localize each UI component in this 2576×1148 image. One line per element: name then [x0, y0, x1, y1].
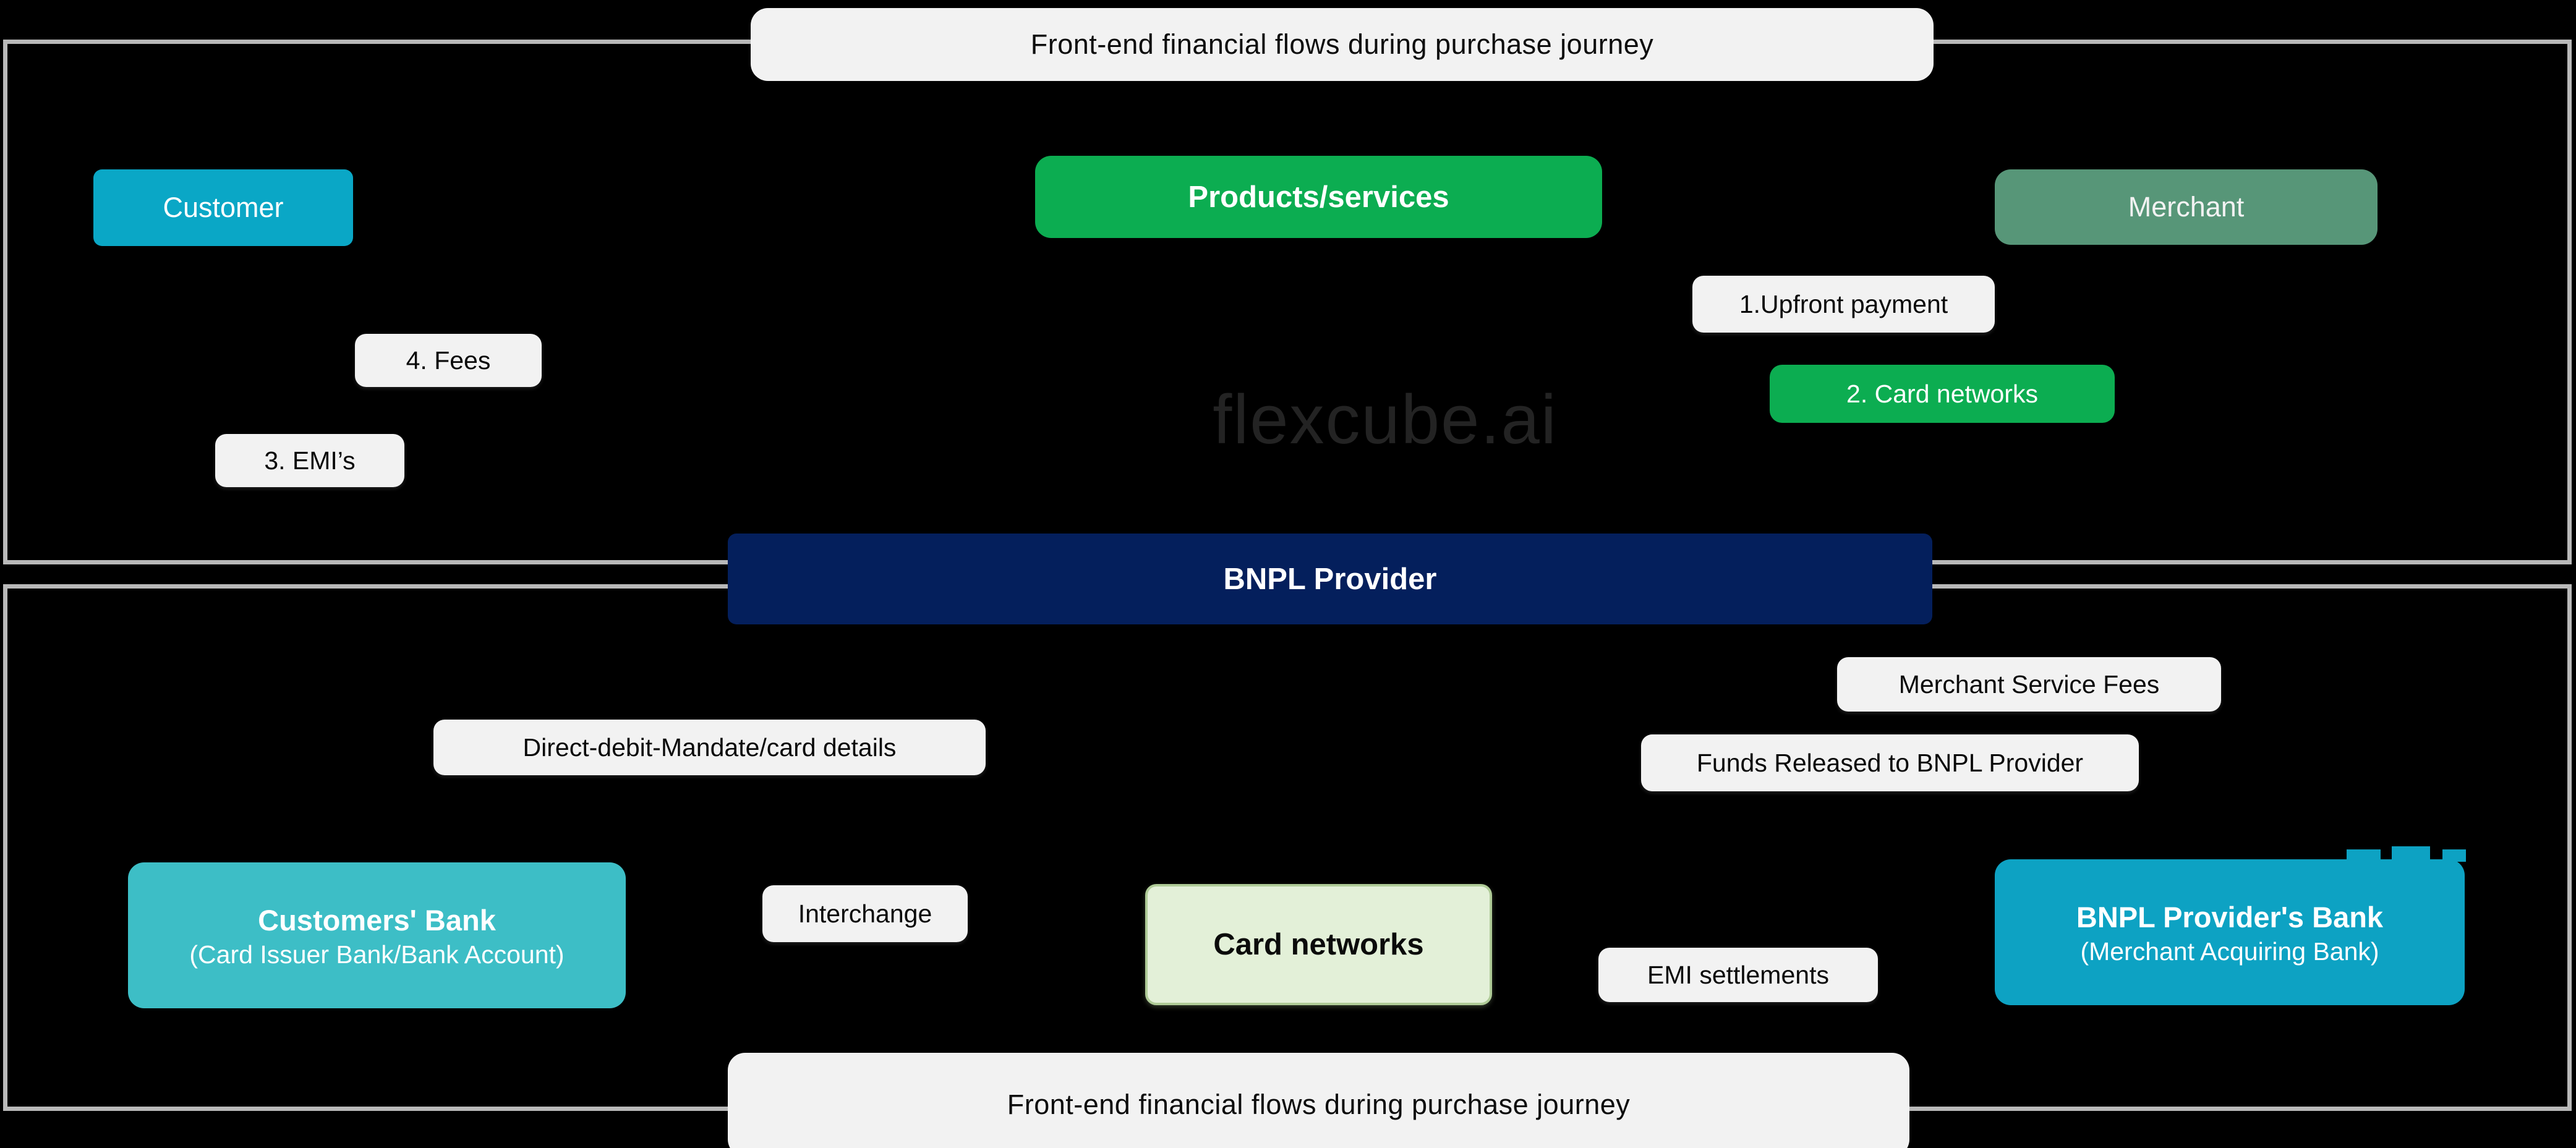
bnpl-providers-bank-title: BNPL Provider's Bank: [2076, 900, 2384, 933]
merchant-node: Merchant: [1995, 169, 2378, 245]
render-artifact-tab: [2392, 846, 2430, 862]
customers-bank-node: Customers' Bank (Card Issuer Bank/Bank A…: [128, 862, 626, 1008]
bottom-title: Front-end financial flows during purchas…: [728, 1053, 1909, 1148]
flow-label-card-networks-step: 2. Card networks: [1770, 365, 2115, 423]
bnpl-providers-bank-node: BNPL Provider's Bank (Merchant Acquiring…: [1995, 859, 2465, 1005]
customers-bank-subtitle: (Card Issuer Bank/Bank Account): [189, 940, 565, 969]
customers-bank-title: Customers' Bank: [258, 903, 496, 937]
customer-node: Customer: [93, 169, 353, 246]
flow-label-interchange: Interchange: [762, 885, 968, 942]
flow-label-direct-debit-mandate: Direct-debit-Mandate/card details: [433, 720, 986, 775]
products-services-node: Products/services: [1035, 156, 1602, 238]
flow-label-funds-released: Funds Released to BNPL Provider: [1641, 734, 2139, 791]
render-artifact-tab: [2442, 849, 2466, 862]
render-artifact-tab: [2347, 849, 2381, 862]
bnpl-provider-node: BNPL Provider: [728, 534, 1932, 624]
flow-label-upfront-payment: 1.Upfront payment: [1692, 276, 1995, 333]
watermark: flexcube.ai: [1213, 380, 1558, 458]
flow-label-merchant-service-fees: Merchant Service Fees: [1837, 657, 2221, 712]
top-title: Front-end financial flows during purchas…: [751, 8, 1934, 81]
flow-label-emi-settlements: EMI settlements: [1598, 948, 1878, 1002]
bnpl-providers-bank-subtitle: (Merchant Acquiring Bank): [2080, 937, 2379, 966]
card-networks-hub-node: Card networks: [1145, 884, 1492, 1005]
flow-label-fees: 4. Fees: [355, 334, 542, 387]
flow-label-emis: 3. EMI’s: [215, 434, 404, 487]
